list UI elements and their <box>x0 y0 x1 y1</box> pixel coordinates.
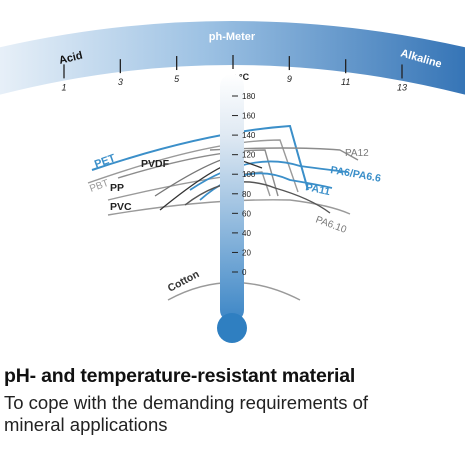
thermo-tick-label-20: 20 <box>242 248 251 257</box>
ph-temperature-diagram: Acid ph-Meter Alkaline 135791113 PET PBT… <box>0 21 465 343</box>
pbt-label: PBT <box>88 178 110 195</box>
thermometer-bulb <box>217 313 247 343</box>
pa11-label: PA11 <box>304 181 331 198</box>
thermo-tick-label-40: 40 <box>242 229 251 238</box>
thermo-tick-label-0: 0 <box>242 268 247 277</box>
thermometer-tube <box>220 74 244 322</box>
thermo-tick-label-160: 160 <box>242 112 256 121</box>
caption-line-2: mineral applications <box>4 414 168 435</box>
cotton-label: Cotton <box>166 268 202 294</box>
ph-tick-label-9: 9 <box>287 74 292 84</box>
thermometer-unit: °C <box>239 72 250 82</box>
pvdf-curve <box>117 149 279 197</box>
caption-subtitle: To cope with the demanding requirements … <box>4 392 461 436</box>
pvc-curve <box>107 199 351 216</box>
thermo-tick-label-100: 100 <box>242 170 256 179</box>
ph-meter-title: ph-Meter <box>209 31 256 43</box>
ph-tick-label-11: 11 <box>341 77 350 87</box>
thermometer: °C 180 160 140 120 100 80 60 40 20 0 <box>217 72 256 343</box>
pvc-label: PVC <box>110 201 132 213</box>
pa610-label: PA6.10 <box>314 214 348 235</box>
ph-tick-label-3: 3 <box>118 77 123 87</box>
ph-tick-label-5: 5 <box>174 74 180 84</box>
thermo-tick-label-140: 140 <box>242 131 256 140</box>
pbt-curve <box>87 139 299 193</box>
acid-label: Acid <box>58 49 84 66</box>
pp-label: PP <box>110 182 124 194</box>
thermo-tick-label-120: 120 <box>242 151 256 160</box>
pvdf-label: PVDF <box>141 158 170 170</box>
pa12-label: PA12 <box>345 148 369 159</box>
pet-label: PET <box>93 152 117 171</box>
caption-line-1: To cope with the demanding requirements … <box>4 392 369 413</box>
pet-curve <box>91 124 309 191</box>
thermo-tick-label-60: 60 <box>242 209 251 218</box>
thermo-tick-label-80: 80 <box>242 190 251 199</box>
thermo-tick-label-180: 180 <box>242 92 256 101</box>
caption-title: pH- and temperature-resistant material <box>4 365 356 387</box>
ph-tick-label-1: 1 <box>61 82 66 92</box>
pa6-label: PA6/PA6.6 <box>329 164 381 185</box>
thermometer-scale: 180 160 140 120 100 80 60 40 20 0 <box>232 92 256 277</box>
ph-tick-label-13: 13 <box>397 82 407 92</box>
pa610-curve <box>184 181 331 214</box>
